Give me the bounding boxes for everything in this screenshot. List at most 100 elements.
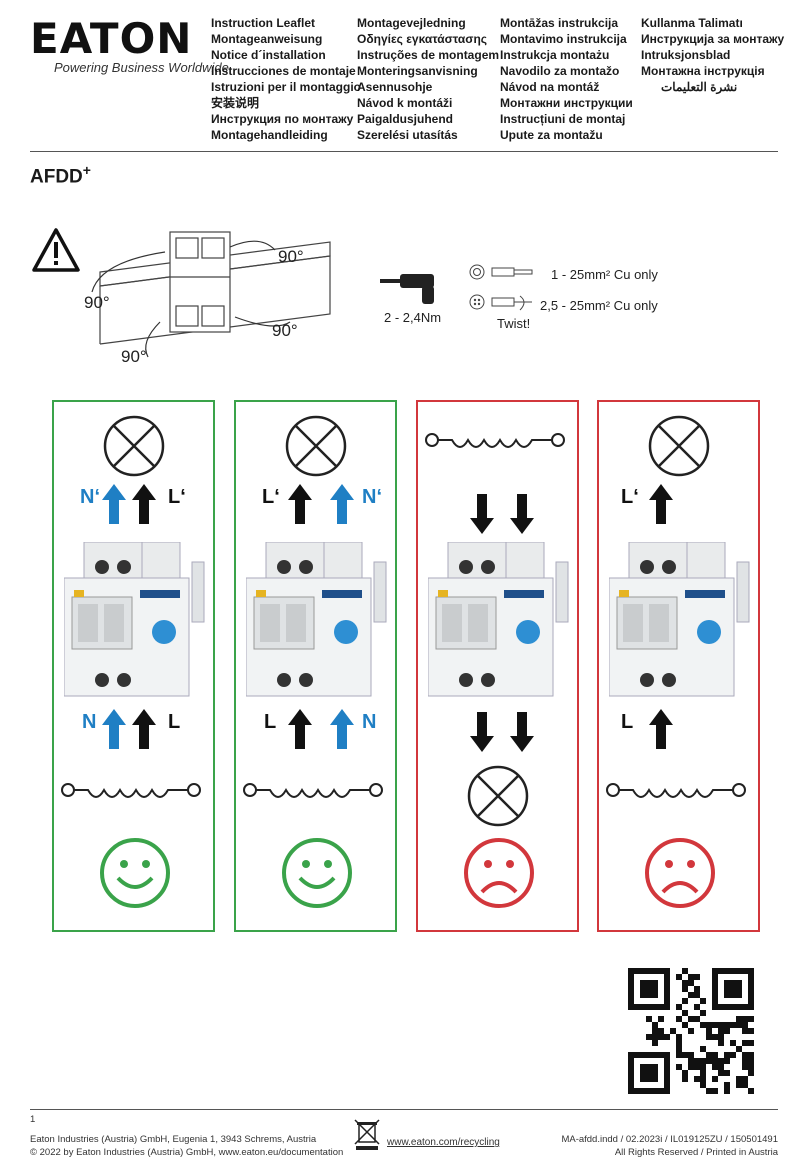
lang-title: Montavimo instrukcija (500, 32, 627, 46)
lamp-icon (467, 765, 529, 827)
lang-title: Монтажни инструкции (500, 96, 633, 110)
doc-reference: MA-afdd.indd / 02.2023i / IL019125ZU / 1… (561, 1134, 778, 1145)
device-outline (169, 231, 231, 333)
rotation-arcs (91, 240, 291, 358)
warning-icon (32, 228, 80, 272)
lamp-icon (285, 415, 347, 477)
solid-wire-label: 1 - 25mm² Cu only (551, 267, 658, 282)
twist-label: Twist! (497, 316, 531, 331)
terminal-label: L (168, 711, 181, 733)
language-column-2: Montagevejledning Οδηγίες εγκατάστασης I… (357, 15, 499, 143)
arrow-up-icon (330, 709, 354, 749)
lang-title: Montāžas instrukcija (500, 16, 619, 30)
happy-face-icon (282, 838, 352, 908)
arrow-down-icon (510, 712, 534, 752)
lang-title: Szerelési utasítás (357, 128, 458, 142)
arrow-up-icon (288, 709, 312, 749)
qr-code[interactable] (628, 968, 754, 1094)
arrow-up-icon (649, 709, 673, 749)
lang-title: Инструкција за монтажу (641, 32, 785, 46)
sad-face-icon (645, 838, 715, 908)
lang-title: Návod k montáži (357, 96, 453, 110)
terminal-label: N (362, 711, 377, 733)
terminal-label: L‘ (621, 486, 639, 508)
arrow-up-icon (132, 709, 156, 749)
page-number: 1 (30, 1114, 36, 1125)
solid-wire-icon (469, 264, 533, 280)
lang-title: Instrucțiuni de montaj (500, 112, 626, 126)
arrow-up-icon (102, 484, 126, 524)
wiring-panel-correct-1: N‘ L‘ N L (52, 400, 215, 932)
lang-title: Instrukcja montażu (500, 48, 610, 62)
terminal-label: L‘ (262, 486, 280, 508)
product-sup: + (82, 162, 91, 178)
lang-title: Asennusohje (357, 80, 433, 94)
footer-divider (30, 1109, 778, 1110)
lang-title: Монтажна інструкція (641, 64, 765, 78)
lang-title: Monteringsanvisning (357, 64, 478, 78)
angle-label: 90° (272, 321, 298, 340)
lang-title: Istruzioni per il montaggio (211, 80, 361, 94)
language-column-1: Instruction Leaflet Montageanweisung Not… (211, 15, 361, 143)
terminal-label: L (264, 711, 277, 733)
afdd-device (427, 541, 573, 707)
lang-title: Instrucciones de montaje (211, 64, 356, 78)
terminal-label: L‘ (168, 486, 186, 508)
mounting-diagram: 90° 90° 90° 90° (32, 228, 331, 366)
lang-title: Montageanweisung (211, 32, 323, 46)
terminal-label: N (82, 711, 97, 733)
product-title: AFDD+ (30, 162, 91, 188)
language-column-3: Montāžas instrukcija Montavimo instrukci… (500, 15, 633, 143)
recycling-link[interactable]: www.eaton.com/recycling (387, 1137, 500, 1148)
language-column-4: Kullanma Talimatı Инструкција за монтажу… (641, 15, 784, 95)
lang-title: Upute za montažu (500, 128, 603, 142)
terminal-label: N‘ (362, 486, 382, 508)
header-divider (30, 151, 778, 152)
afdd-device (63, 541, 209, 707)
stranded-wire-label: 2,5 - 25mm² Cu only (540, 298, 658, 313)
arrow-up-icon (649, 484, 673, 524)
happy-face-icon (100, 838, 170, 908)
terminal-label: L (621, 711, 634, 733)
sad-face-icon (464, 838, 534, 908)
afdd-device (608, 541, 754, 707)
lang-title: Montagehandleiding (211, 128, 328, 142)
screwdriver-icon (380, 274, 434, 304)
lang-title: Návod na montáž (500, 80, 600, 94)
angle-label: 90° (121, 347, 147, 366)
wiring-panel-correct-2: L‘ N‘ L N (234, 400, 397, 932)
coil-load-icon (61, 783, 201, 798)
tagline: Powering Business Worldwide (54, 60, 229, 75)
lang-title: 安装说明 (211, 96, 260, 110)
lang-title: Notice d´installation (211, 48, 326, 62)
lang-title: Paigaldusjuhend (357, 112, 454, 126)
lamp-icon (103, 415, 165, 477)
wiring-panel-wrong-1 (416, 400, 579, 932)
lamp-icon (648, 415, 710, 477)
lang-title: Инструкция по монтажу (211, 112, 354, 126)
coil-load-icon (243, 783, 383, 798)
terminal-label: N‘ (80, 486, 100, 508)
arrow-up-icon (102, 709, 126, 749)
arrow-down-icon (470, 494, 494, 534)
arrow-down-icon (470, 712, 494, 752)
rights-notice: All Rights Reserved / Printed in Austria (614, 1147, 778, 1158)
torque-label: 2 - 2,4Nm (384, 310, 442, 325)
arrow-up-icon (288, 484, 312, 524)
lang-title: Kullanma Talimatı (641, 16, 743, 30)
angle-label: 90° (84, 293, 110, 312)
footer-copyright: © 2022 by Eaton Industries (Austria) Gmb… (30, 1147, 344, 1158)
lang-title: Intruksjonsblad (641, 48, 731, 62)
lang-title: Οδηγίες εγκατάστασης (357, 32, 488, 46)
lang-title: Montagevejledning (357, 16, 466, 30)
weee-bin-icon (354, 1119, 380, 1150)
coil-load-icon (425, 433, 565, 448)
lang-title: نشرة التعليمات (661, 80, 738, 94)
coil-load-icon (606, 783, 746, 798)
arrow-up-icon (330, 484, 354, 524)
lang-title: Instruções de montagem (357, 48, 500, 62)
arrow-down-icon (510, 494, 534, 534)
afdd-device (245, 541, 391, 707)
arrow-up-icon (132, 484, 156, 524)
stranded-wire-icon (469, 294, 532, 311)
